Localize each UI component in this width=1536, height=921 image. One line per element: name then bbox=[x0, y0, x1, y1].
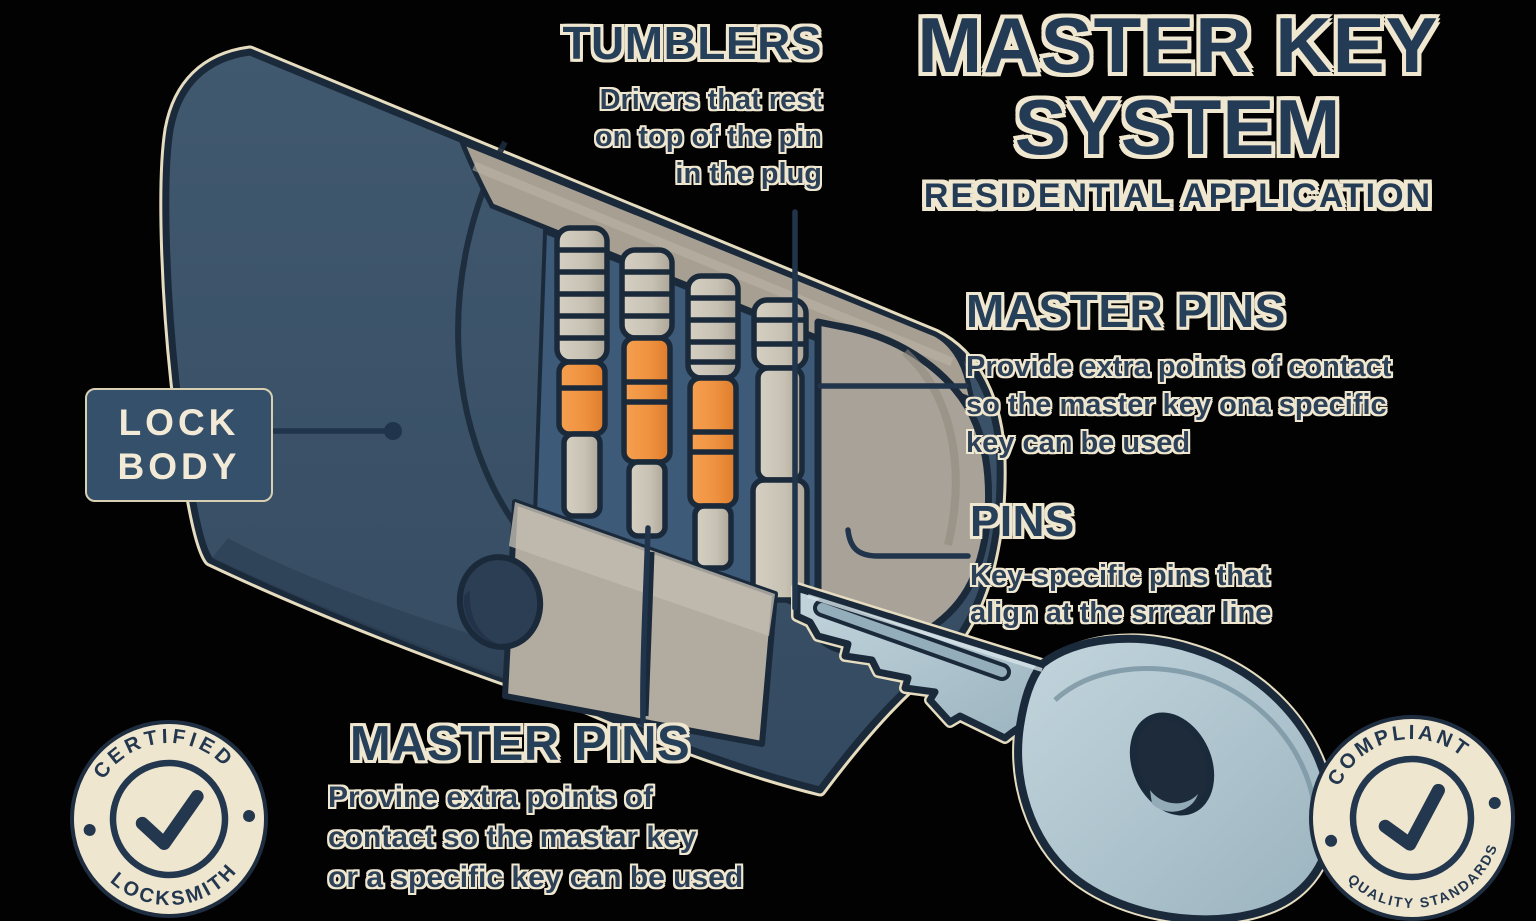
badge-inner-ring bbox=[109, 759, 229, 879]
pins-desc-line: align at the srrear line bbox=[970, 597, 1272, 629]
plug-divider-line bbox=[643, 551, 655, 717]
title-line-2: SYSTEM bbox=[1014, 83, 1342, 171]
blade-groove bbox=[817, 603, 1007, 677]
tumblers-desc-line: in the plug bbox=[675, 158, 822, 190]
body-bottom-shade bbox=[212, 538, 580, 704]
badge-dot bbox=[1488, 797, 1501, 810]
pin-stack-1 bbox=[554, 225, 610, 519]
lock-body-label-line: LOCK bbox=[118, 402, 240, 443]
pin-stack-4 bbox=[750, 297, 810, 603]
master-pins-right-heading: MASTER PINS bbox=[966, 285, 1286, 337]
tumblers-heading: TUMBLERS bbox=[562, 17, 822, 69]
certified-locksmith-badge: CERTIFIED LOCKSMITH bbox=[70, 718, 268, 918]
pins-heading: PINS bbox=[970, 497, 1075, 546]
callout-master-pins-bottom: MASTER PINS Provine extra points of cont… bbox=[290, 716, 750, 898]
master-pins-bottom-heading: MASTER PINS bbox=[349, 717, 691, 771]
master-pin-icon bbox=[687, 375, 739, 509]
tumblers-desc-line: Drivers that rest bbox=[599, 84, 822, 116]
lock-body-leader-dot bbox=[384, 422, 402, 440]
checkmark-icon bbox=[135, 789, 204, 851]
key-pin-icon bbox=[692, 503, 734, 571]
master-pins-bottom-desc-line: Provine extra points of bbox=[328, 781, 654, 814]
master-pins-right-desc-line: so the master key ona specific bbox=[966, 389, 1387, 421]
pin-stack-3 bbox=[685, 273, 741, 571]
lock-body-label-line: BODY bbox=[117, 446, 241, 487]
screw-hole-icon bbox=[456, 554, 544, 650]
master-pin-icon bbox=[556, 359, 608, 437]
pins-desc-line: Key-specific pins that bbox=[970, 560, 1270, 592]
master-pins-bottom-desc-line: contact so the mastar key bbox=[328, 821, 697, 854]
callout-pins: PINS Key-specific pins that align at the… bbox=[970, 496, 1390, 632]
badge-dot bbox=[243, 810, 256, 823]
title-subtitle: RESIDENTIAL APPLICATION bbox=[923, 177, 1433, 215]
callout-tumblers: TUMBLERS Drivers that rest on top of the… bbox=[420, 16, 822, 193]
checkmark-icon bbox=[1378, 783, 1445, 851]
pin-stack-2 bbox=[619, 247, 675, 539]
bow-rim-line bbox=[1053, 666, 1317, 805]
title-line-1: MASTER KEY bbox=[917, 1, 1439, 89]
key-hole-icon bbox=[1129, 712, 1215, 816]
driver-pin-icon bbox=[751, 297, 809, 371]
badge-disc bbox=[1309, 715, 1515, 921]
key-illustration bbox=[791, 582, 1338, 921]
cap-seam-line bbox=[455, 140, 525, 536]
title-block: MASTER KEY SYSTEM RESIDENTIAL APPLICATIO… bbox=[900, 4, 1456, 216]
key-pin-icon bbox=[626, 459, 668, 539]
master-pins-bottom-desc-line: or a specific key can be used bbox=[328, 861, 744, 894]
plug-block bbox=[502, 499, 778, 747]
tumblers-desc-line: on top of the pin bbox=[594, 121, 822, 153]
master-pins-right-desc-line: Provide extra points of contact bbox=[966, 351, 1392, 383]
lock-body-label: LOCK BODY bbox=[85, 388, 273, 502]
badge-disc bbox=[70, 720, 268, 918]
compliant-standards-badge: COMPLIANT QUALITY STANDARDS bbox=[1309, 712, 1515, 921]
badge-dot bbox=[83, 823, 96, 836]
key-pin-icon bbox=[561, 431, 603, 519]
pins-leader-line bbox=[845, 527, 971, 559]
badge-inner-ring bbox=[1349, 755, 1475, 881]
master-pins-bottom-leader-line bbox=[640, 525, 651, 727]
badge-dot bbox=[1325, 834, 1338, 847]
key-pin-icon bbox=[750, 477, 810, 603]
band-highlight bbox=[472, 161, 954, 367]
master-pins-right-desc-line: key can be used bbox=[966, 427, 1191, 459]
callout-master-pins-right: MASTER PINS Provide extra points of cont… bbox=[966, 284, 1436, 462]
leader-lines bbox=[265, 209, 971, 727]
